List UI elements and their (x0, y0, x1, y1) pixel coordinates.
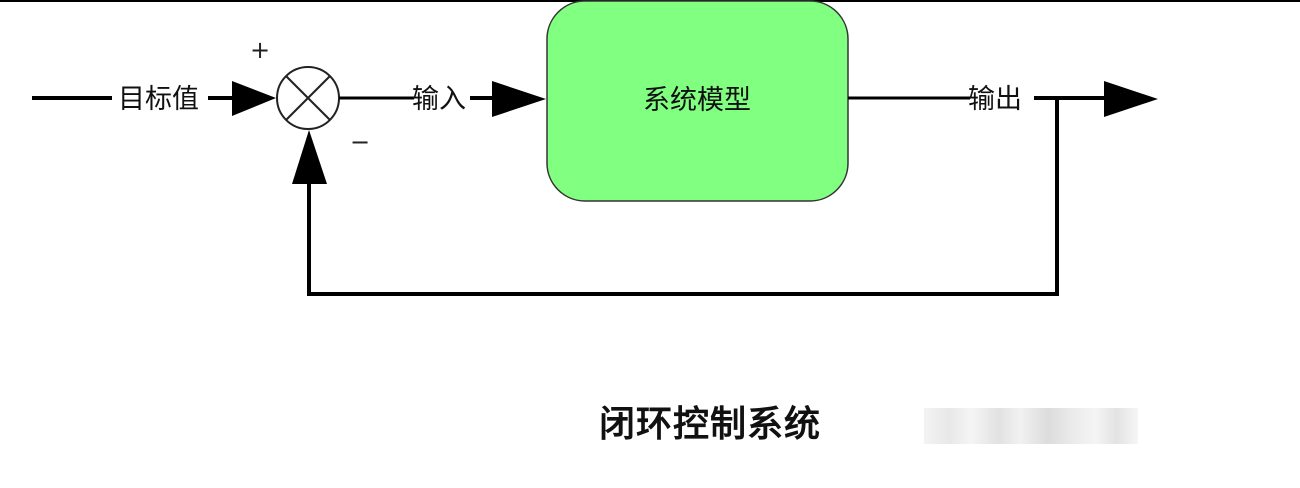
plus-sign: + (250, 36, 270, 64)
blurred-watermark (924, 408, 1138, 444)
target-arrow (232, 81, 276, 116)
diagram-caption: 闭环控制系统 (598, 403, 821, 445)
feedback-arrow (292, 130, 327, 184)
feedback-path (307, 98, 1059, 296)
system-model-block (546, 0, 849, 202)
output-arrow (1104, 81, 1158, 117)
minus-sign: − (350, 128, 370, 156)
system-model-label: 系统模型 (643, 85, 751, 116)
output-label: 输出 (968, 84, 1022, 115)
input-arrow (492, 81, 546, 117)
summing-junction-cross-b (285, 75, 331, 121)
target-label: 目标值 (118, 84, 199, 115)
input-label: 输入 (412, 84, 466, 115)
